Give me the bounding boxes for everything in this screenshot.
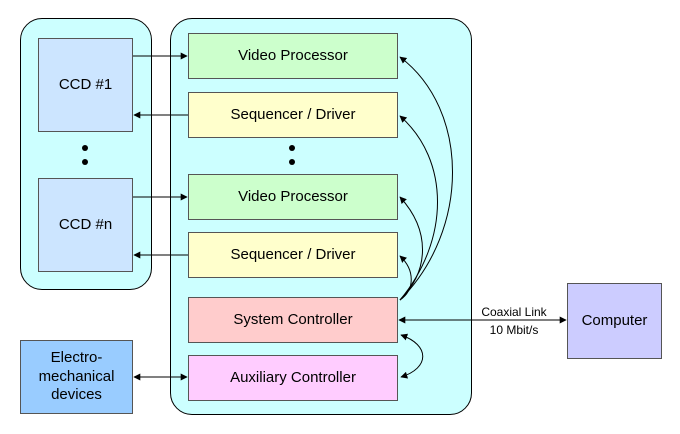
sequencer-driver-2-label: Sequencer / Driver	[230, 245, 356, 263]
sequencer-driver-1-label: Sequencer / Driver	[230, 105, 356, 123]
video-processor-2-box: Video Processor	[188, 174, 398, 220]
curve-system-to-video1	[399, 56, 453, 301]
video-processor-2-label: Video Processor	[238, 187, 348, 205]
electromechanical-label-line1: Electro-	[50, 348, 103, 366]
sequencer-driver-1-box: Sequencer / Driver	[188, 92, 398, 138]
curve-system-to-aux	[400, 333, 424, 379]
coaxial-link-line1: Coaxial Link	[481, 305, 547, 319]
controller-ellipsis-dot-1	[289, 145, 295, 151]
ccd-n-box: CCD #n	[38, 178, 133, 272]
controller-ellipsis-dot-2	[289, 159, 295, 165]
system-controller-box: System Controller	[188, 297, 398, 343]
curve-system-to-seq2	[399, 255, 412, 301]
sequencer-driver-2-box: Sequencer / Driver	[188, 232, 398, 278]
system-controller-label: System Controller	[233, 310, 353, 328]
electromechanical-label-line3: devices	[51, 386, 102, 404]
coaxial-link-label: Coaxial Link 10 Mbit/s	[469, 305, 559, 337]
ccd-ellipsis-dot-2	[82, 159, 88, 165]
video-processor-1-label: Video Processor	[238, 46, 348, 64]
electromechanical-label-line2: mechanical	[38, 367, 115, 385]
ccd-1-box: CCD #1	[38, 38, 133, 132]
auxiliary-controller-label: Auxiliary Controller	[230, 368, 356, 386]
coaxial-link-line2: 10 Mbit/s	[489, 323, 539, 337]
computer-box: Computer	[567, 283, 662, 359]
ccd-n-label: CCD #n	[58, 215, 113, 233]
computer-label: Computer	[581, 311, 648, 329]
ccd-ellipsis-dot-1	[82, 145, 88, 151]
electromechanical-box: Electro- mechanical devices	[20, 340, 133, 414]
video-processor-1-box: Video Processor	[188, 33, 398, 79]
auxiliary-controller-box: Auxiliary Controller	[188, 355, 398, 401]
ccd-1-label: CCD #1	[58, 75, 113, 93]
